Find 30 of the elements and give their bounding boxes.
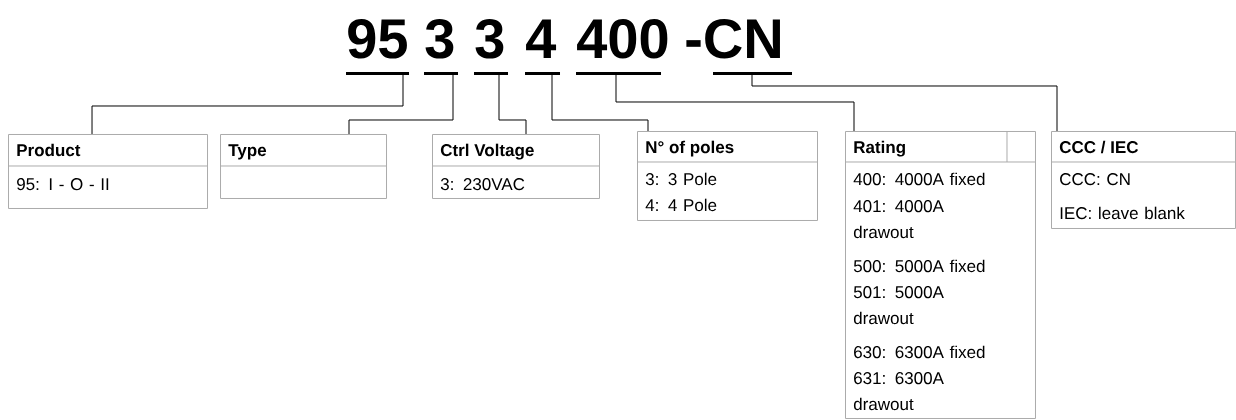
header-text: Product [17, 143, 81, 157]
cell-text: 3: 230VAC [440, 178, 525, 191]
code-digits: 3 [475, 18, 504, 59]
leader-line [751, 73, 1058, 132]
code-digits: 3 [425, 18, 454, 59]
cell-text: 501: 5000A drawout [853, 286, 944, 325]
header-text: N° of poles [646, 140, 734, 157]
leader-line [498, 73, 527, 135]
code-digits: 400 [577, 18, 668, 59]
cell-text: 95: I - O - II [17, 178, 109, 191]
leader-line [91, 73, 404, 135]
cell-text: CCC: CN [1060, 173, 1130, 186]
cell-text: 401: 4000A drawout [853, 200, 944, 239]
cell-text: 500: 5000A fixed [853, 259, 985, 273]
leader-line [615, 73, 855, 132]
cell-text: 4: 4 Pole [645, 198, 717, 212]
code-digits: -CN [686, 18, 780, 59]
cell-text: 630: 6300A fixed [854, 345, 985, 359]
cell-text: 3: 3 Pole [645, 172, 717, 186]
code-digits: 95 [348, 18, 407, 59]
header-text: Rating [854, 140, 905, 157]
cell-text: 631: 6300A drawout [853, 372, 944, 411]
leader-line [348, 73, 454, 135]
header-text: CCC / IEC [1059, 140, 1139, 154]
header-text: Type [228, 144, 267, 160]
header-text: Ctrl Voltage [440, 143, 534, 160]
cell-text: 400: 4000A fixed [853, 172, 985, 186]
cell-text: IEC: leave blank [1060, 206, 1185, 220]
leader-line [551, 73, 649, 132]
code-digits: 4 [526, 19, 557, 58]
